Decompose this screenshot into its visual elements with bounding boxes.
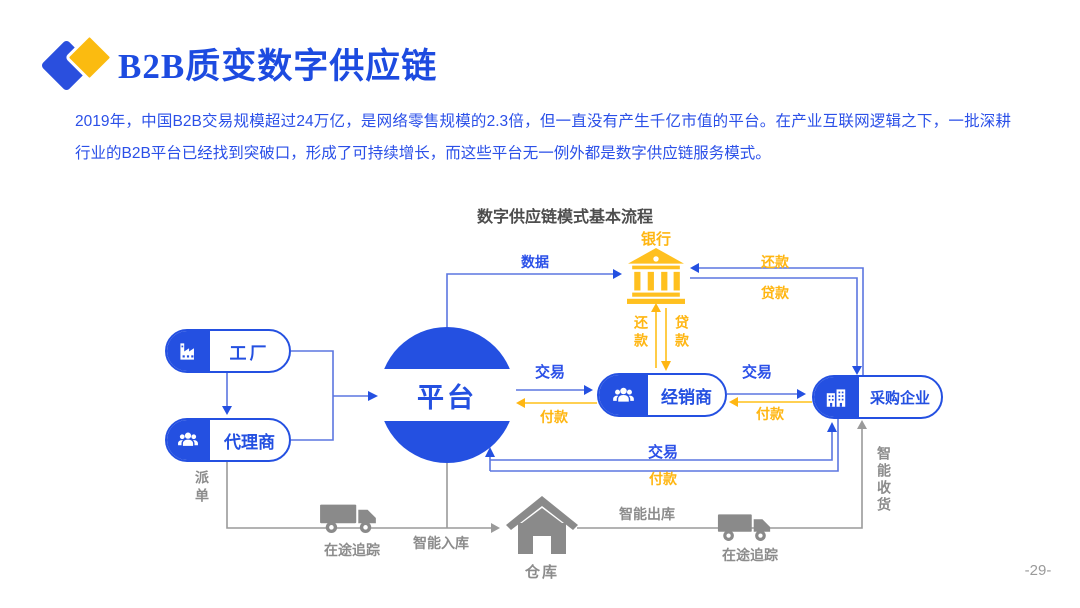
distributor-users-icon — [599, 375, 648, 415]
flow-label-repay-top: 还款 — [761, 254, 789, 270]
flow-label-pay-3: 付款 — [649, 471, 677, 487]
flow-label-smart-receiving: 智能收货 — [876, 446, 892, 514]
bank-icon — [627, 248, 685, 304]
page-number: -29- — [1024, 562, 1052, 579]
truck-right-icon — [717, 514, 771, 541]
flow-label-pay-1: 付款 — [540, 409, 568, 425]
node-buyer: 采购企业 — [812, 375, 943, 419]
flow-label-dispatch: 派单 — [194, 470, 210, 506]
flow-label-smart-inbound: 智能入库 — [413, 535, 469, 551]
platform-label: 平台 — [417, 382, 477, 413]
flow-label-data: 数据 — [521, 254, 549, 270]
node-distributor: 经销商 — [597, 373, 727, 417]
distributor-label: 经销商 — [661, 387, 712, 407]
intro-paragraph: 2019年，中国B2B交易规模超过24万亿，是网络零售规模的2.3倍，但一直没有… — [75, 113, 1011, 162]
flow-label-loan-mid: 贷款 — [674, 315, 690, 351]
node-agent: 代理商 — [165, 418, 291, 462]
truck-left-icon — [320, 504, 376, 534]
diagram-title: 数字供应链模式基本流程 — [476, 209, 653, 226]
factory-label: 工厂 — [229, 343, 270, 363]
buyer-buildings-icon — [814, 377, 859, 417]
flow-label-loan-top: 贷款 — [761, 285, 789, 301]
page-title: B2B质变数字供应链 — [118, 47, 438, 86]
node-factory: 工厂 — [165, 329, 291, 373]
flow-label-trade-1: 交易 — [534, 364, 565, 381]
warehouse-label: 仓库 — [524, 564, 559, 581]
flow-label-trade-3: 交易 — [647, 444, 678, 461]
node-platform: 平台 — [379, 327, 515, 463]
flow-label-pay-2: 付款 — [756, 406, 784, 422]
factory-icon — [167, 331, 210, 371]
flow-label-tracking-right: 在途追踪 — [722, 547, 778, 563]
agent-users-icon — [167, 420, 210, 460]
bank-node-label: 银行 — [640, 231, 671, 248]
flow-label-trade-2: 交易 — [741, 364, 772, 381]
flow-label-tracking-left: 在途追踪 — [324, 542, 380, 558]
buyer-label: 采购企业 — [869, 389, 930, 407]
agent-label: 代理商 — [224, 432, 275, 452]
warehouse-icon — [506, 496, 578, 554]
flow-label-repay-mid: 还款 — [633, 315, 649, 351]
flow-label-smart-outbound: 智能出库 — [619, 506, 675, 522]
